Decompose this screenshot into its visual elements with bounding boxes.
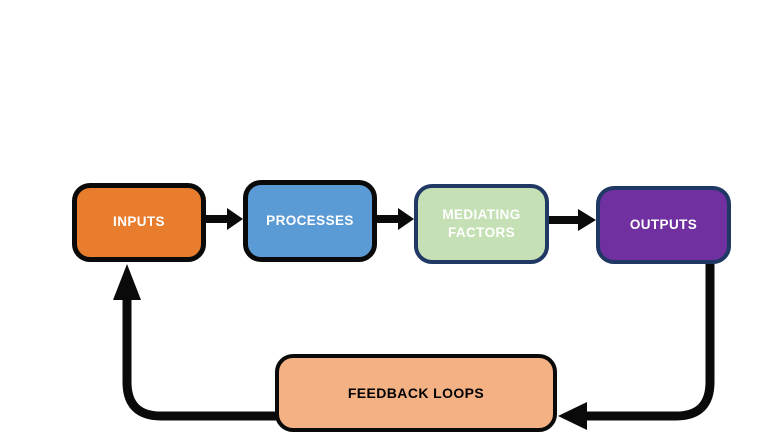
arrow-inputs-to-processes: [206, 208, 243, 230]
node-processes: PROCESSES: [243, 180, 377, 262]
node-inputs-label: INPUTS: [113, 214, 165, 230]
node-inputs: INPUTS: [72, 183, 206, 262]
node-feedback-loops: FEEDBACK LOOPS: [275, 354, 557, 432]
arrow-processes-to-mediating-factors: [377, 208, 414, 230]
node-feedback-loops-label: FEEDBACK LOOPS: [347, 384, 485, 401]
arrow-outputs-to-feedback-loops: [558, 258, 715, 430]
node-mediating-factors-label: MEDIATING FACTORS: [442, 206, 521, 240]
arrow-mediating-factors-to-outputs: [549, 209, 596, 231]
node-processes-label: PROCESSES: [266, 212, 354, 228]
node-outputs: OUTPUTS: [596, 186, 731, 264]
node-outputs-label: OUTPUTS: [629, 216, 698, 232]
node-mediating-factors: MEDIATING FACTORS: [414, 184, 549, 264]
arrow-feedback-loops-to-inputs: [113, 264, 277, 421]
